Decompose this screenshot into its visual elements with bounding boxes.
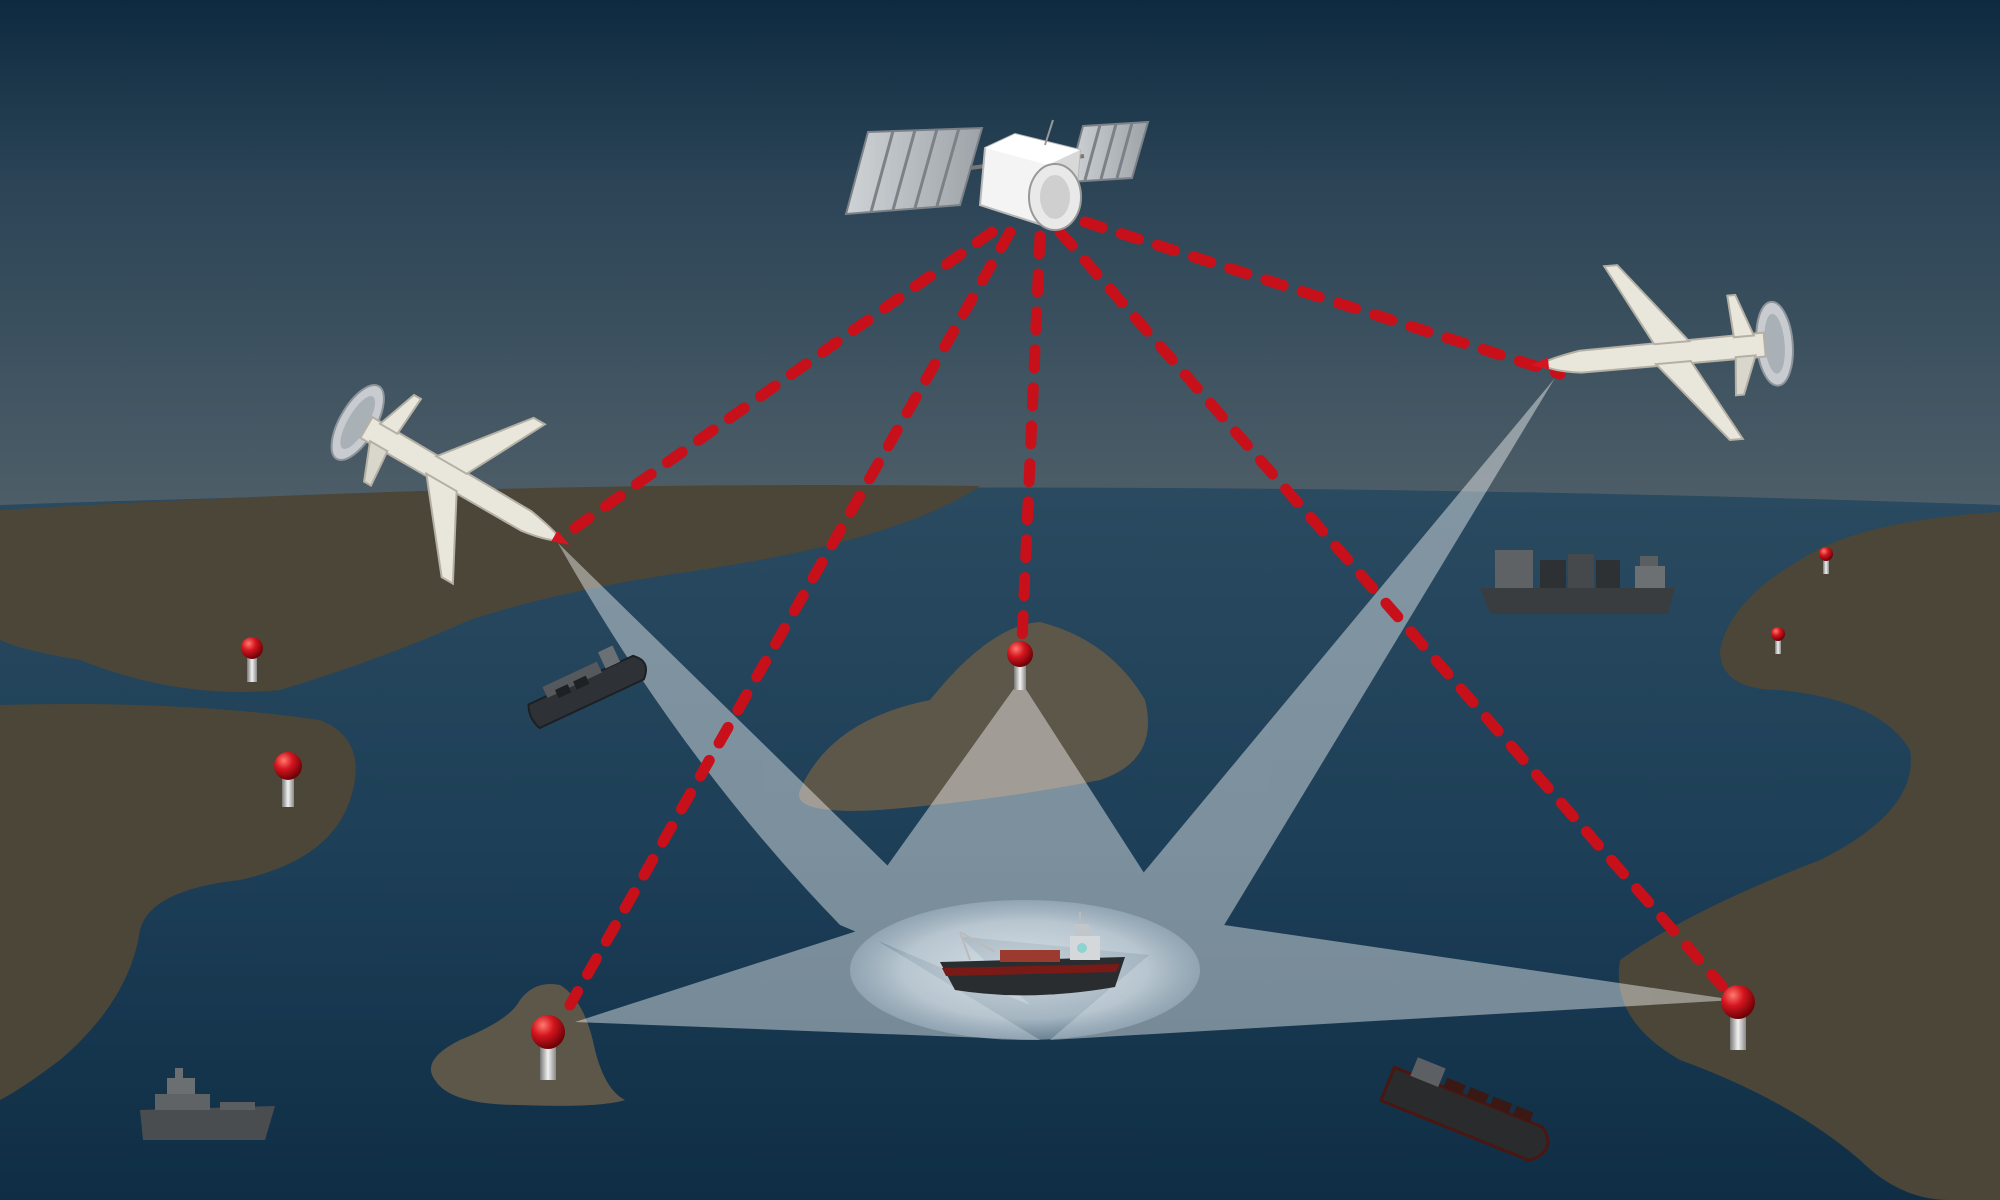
island-center [799, 622, 1148, 811]
sensor-beacons [241, 547, 1833, 1080]
uav-left [330, 384, 570, 586]
link-satellite-uav-left [569, 226, 998, 534]
sensor-beacon-icon [1771, 627, 1785, 654]
uav-drone-icon [330, 384, 570, 586]
link-satellite-sensor-lower-left [564, 226, 1016, 1011]
sensor-beacon-icon [531, 1015, 565, 1080]
sensor-right-upper [1819, 547, 1833, 574]
sensor-beacon-icon [1721, 985, 1755, 1050]
uav-right [1530, 264, 1794, 442]
sensor-beacon-icon [274, 752, 302, 807]
link-satellite-sensor-lower-right [1054, 226, 1728, 992]
island-lower-left [430, 984, 625, 1106]
beam-sensor-lower-right [1050, 920, 1735, 1040]
sensor-left [274, 752, 302, 807]
satellite-icon [844, 119, 1150, 231]
sky-background [0, 0, 2000, 520]
coverage-beams [558, 378, 1735, 1040]
container-ship-icon [1480, 550, 1675, 614]
sensor-beacon-icon [1819, 547, 1833, 574]
warship-lower-left [140, 1068, 275, 1140]
link-satellite-sensor-center [1016, 230, 1046, 646]
link-satellite-uav-right [1079, 216, 1566, 380]
boat-upper-left [527, 645, 647, 730]
sensor-beacon-icon [1007, 641, 1033, 690]
land-left [0, 704, 356, 1100]
sensor-beacon-icon [241, 637, 263, 682]
satellite-links [564, 216, 1728, 1011]
beam-uav-left [558, 543, 1030, 1005]
warship-icon [140, 1068, 275, 1140]
sensor-right-mid [1771, 627, 1785, 654]
sensor-center [1007, 641, 1033, 690]
beam-sensor-center [845, 680, 1200, 960]
container-ship-right [1480, 550, 1675, 614]
patrol-boat-icon [527, 645, 647, 730]
sensor-lower-right [1721, 985, 1755, 1050]
sensor-upper-left [241, 637, 263, 682]
cargo-ship-icon [940, 912, 1125, 996]
uav-drone-icon [1530, 264, 1794, 442]
target-ship [940, 912, 1125, 996]
cargo-ship-lower-right [1378, 1057, 1550, 1163]
land-right [1618, 512, 2000, 1200]
sensor-lower-left [531, 1015, 565, 1080]
beam-uav-right [1100, 378, 1555, 965]
cargo-ship-icon [1378, 1057, 1550, 1163]
